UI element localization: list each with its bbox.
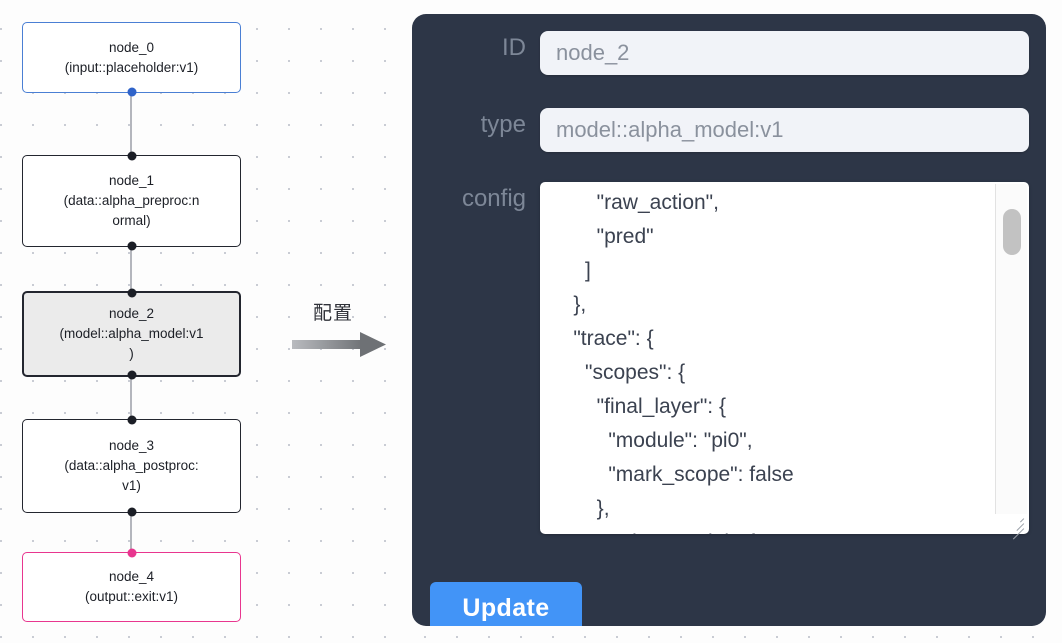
field-row-type: type [428,108,1029,152]
node-handle-bottom[interactable] [127,507,136,517]
arrow-caption: 配置 [312,303,353,324]
config-scrollbar-thumb[interactable] [1003,209,1021,255]
graph-node-node_2[interactable]: node_2 (model::alpha_model:v1 ) [22,288,241,380]
config-textarea[interactable]: "raw_action", "pred" ] }, "trace": { "sc… [540,182,1029,534]
config-field-label: config [461,185,526,212]
node-handle-top[interactable] [127,288,136,298]
edge-node2-node3 [130,377,132,419]
field-row-config: config "raw_action", "pred" ] }, "trace"… [428,182,1029,540]
node-handle-top[interactable] [127,415,136,425]
graph-canvas[interactable]: node_0 (input::placeholder:v1) node_1 (d… [0,0,400,643]
node-handle-bottom[interactable] [127,87,136,97]
config-scrollbar[interactable] [995,184,1027,514]
id-field-label: ID [502,34,526,61]
edge-node1-node2 [130,247,132,291]
config-panel: ID type config "raw_action", "pred" ] },… [412,14,1046,626]
update-button[interactable]: Update [430,582,582,626]
graph-node-label: node_1 (data::alpha_preproc:n ormal) [63,173,200,228]
node-handle-bottom[interactable] [127,370,136,380]
node-handle-bottom[interactable] [127,241,136,251]
graph-node-label: node_3 (data::alpha_postproc: v1) [64,438,199,493]
graph-node-node_1[interactable]: node_1 (data::alpha_preproc:n ormal) [22,151,241,251]
graph-node-label: node_4 (output::exit:v1) [84,569,179,604]
type-input[interactable] [540,108,1029,152]
config-textarea-wrapper: "raw_action", "pred" ] }, "trace": { "sc… [540,182,1029,540]
node-handle-top[interactable] [127,151,136,161]
resize-handle-icon[interactable] [1008,514,1026,540]
field-row-id: ID [428,31,1029,75]
graph-node-node_0[interactable]: node_0 (input::placeholder:v1) [22,22,241,97]
type-field-label: type [480,111,526,138]
arrow-right-icon [292,332,386,357]
graph-node-label: node_0 (input::placeholder:v1) [64,39,199,75]
edge-node3-node4 [130,513,132,552]
graph-node-label: node_2 (model::alpha_model:v1 ) [59,306,204,361]
graph-node-node_4[interactable]: node_4 (output::exit:v1) [22,548,241,622]
id-input[interactable] [540,31,1029,75]
node-handle-top[interactable] [127,548,136,558]
configure-arrow-group: 配置 [292,298,388,361]
edge-node0-node1 [130,93,132,155]
graph-node-node_3[interactable]: node_3 (data::alpha_postproc: v1) [22,415,241,517]
